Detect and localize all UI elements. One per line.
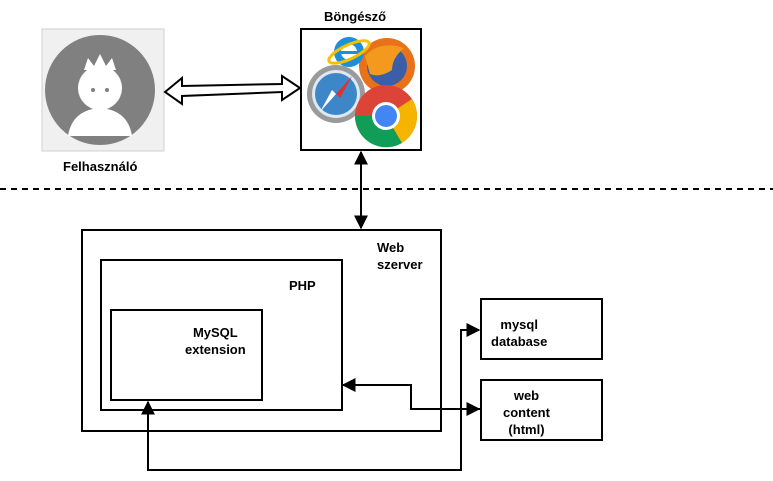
user-label: Felhasználó bbox=[63, 159, 138, 174]
mysql-connection-arrow bbox=[141, 323, 481, 471]
internet-explorer-icon bbox=[327, 37, 371, 67]
chrome-icon bbox=[355, 85, 418, 148]
user-browser-double-arrow bbox=[163, 74, 302, 106]
webserver-box bbox=[81, 229, 442, 432]
web-content-label: web content (html) bbox=[503, 388, 550, 437]
safari-icon bbox=[307, 65, 365, 123]
user-avatar-icon bbox=[41, 28, 165, 152]
mysql-extension-box bbox=[110, 309, 263, 401]
php-label: PHP bbox=[289, 278, 316, 293]
browser-label: Böngésző bbox=[324, 9, 387, 24]
mysql-database-box bbox=[480, 298, 603, 360]
php-box bbox=[100, 259, 343, 411]
firefox-icon bbox=[359, 38, 415, 94]
web-content-box bbox=[480, 379, 603, 441]
mysql-extension-label: MySQL extension bbox=[185, 325, 246, 357]
mysql-database-label: mysql database bbox=[491, 317, 548, 349]
webserver-label: Web szerver bbox=[377, 240, 423, 272]
